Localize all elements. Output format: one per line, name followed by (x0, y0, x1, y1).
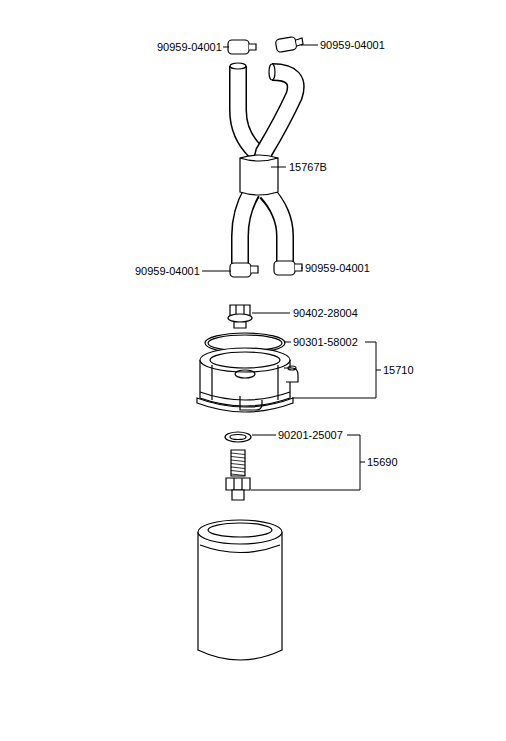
thread-stroke (231, 474, 245, 476)
thread-stroke (231, 457, 245, 459)
thread-stroke (231, 464, 245, 466)
thread-stroke (231, 460, 245, 462)
thread-stroke (231, 471, 245, 473)
thread-stroke (231, 467, 245, 469)
thread-stroke (231, 453, 245, 455)
part-number: 90402-28004 (292, 307, 359, 320)
part-number: 15767B (288, 161, 328, 174)
part-number: 90959-04001 (134, 265, 201, 278)
part-number: 90201-25007 (277, 429, 344, 442)
part-number: 90959-04001 (319, 39, 386, 52)
part-number: 15690 (366, 456, 399, 469)
part-number: 90301-58002 (292, 336, 359, 349)
part-number: 90959-04001 (304, 262, 371, 275)
part-number: 90959-04001 (156, 41, 223, 54)
part-number: 15710 (382, 364, 415, 377)
